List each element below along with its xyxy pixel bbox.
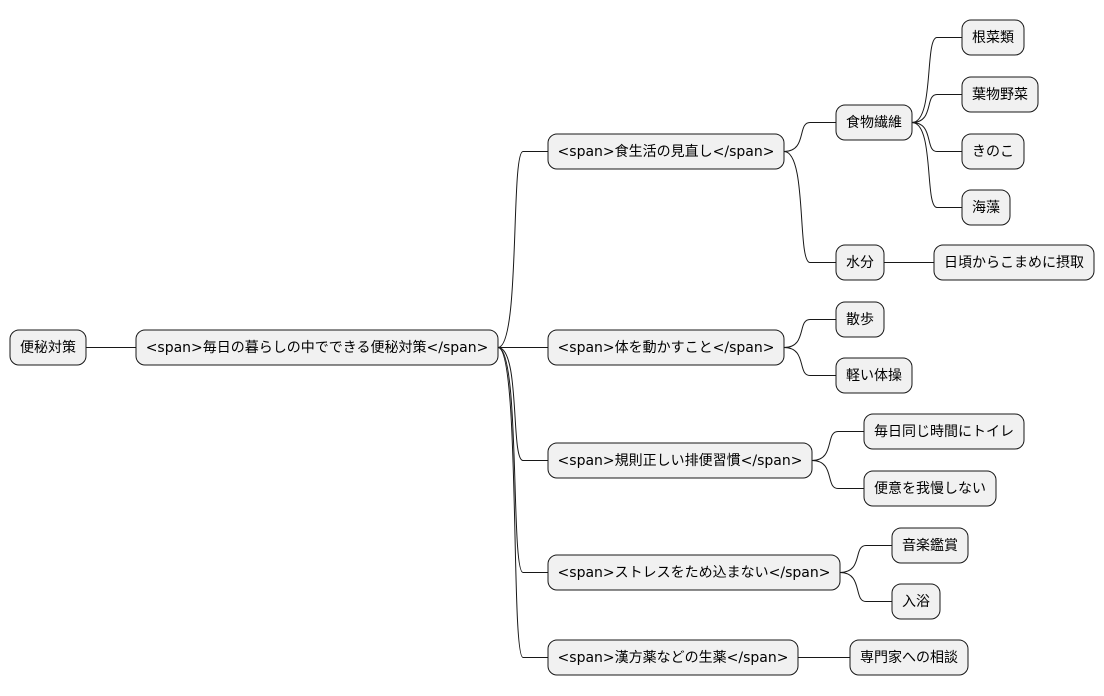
connector-line bbox=[911, 37, 962, 123]
connector-line bbox=[783, 151, 836, 263]
connector-line bbox=[911, 94, 962, 123]
mindmap-nodes: 便秘対策 <span>毎日の暮らしの中でできる便秘対策</span> <span… bbox=[9, 19, 1095, 676]
node-music: 音楽鑑賞 bbox=[891, 527, 969, 564]
node-center: <span>毎日の暮らしの中でできる便秘対策</span> bbox=[135, 329, 499, 366]
svg-text:<span>漢方薬などの生薬</span>: <span>漢方薬などの生薬</span> bbox=[558, 650, 789, 666]
connector-line bbox=[497, 347, 548, 573]
svg-text:入浴: 入浴 bbox=[902, 594, 930, 610]
svg-text:<span>規則正しい排便習慣</span>: <span>規則正しい排便習慣</span> bbox=[558, 452, 803, 469]
node-light-exercise: 軽い体操 bbox=[835, 357, 913, 394]
connector-line bbox=[783, 347, 836, 376]
connector-line bbox=[783, 319, 836, 348]
svg-text:専門家への相談: 専門家への相談 bbox=[860, 649, 958, 666]
connector-line bbox=[911, 122, 962, 208]
node-fiber: 食物繊維 bbox=[835, 104, 913, 141]
mindmap-edges bbox=[86, 37, 962, 658]
svg-text:軽い体操: 軽い体操 bbox=[846, 368, 902, 384]
node-consult-expert: 専門家への相談 bbox=[849, 639, 969, 676]
svg-text:便意を我慢しない: 便意を我慢しない bbox=[874, 480, 986, 497]
svg-text:<span>食生活の見直し</span>: <span>食生活の見直し</span> bbox=[558, 143, 775, 160]
connector-line bbox=[783, 122, 836, 152]
svg-text:根菜類: 根菜類 bbox=[972, 30, 1014, 46]
node-branch-exercise: <span>体を動かすこと</span> bbox=[547, 329, 785, 366]
connector-line bbox=[839, 572, 892, 602]
connector-line bbox=[811, 431, 864, 461]
node-root: 便秘対策 bbox=[9, 329, 87, 366]
node-branch-diet: <span>食生活の見直し</span> bbox=[547, 133, 785, 170]
node-leafy-vegetables: 葉物野菜 bbox=[961, 76, 1039, 113]
svg-text:毎日同じ時間にトイレ: 毎日同じ時間にトイレ bbox=[874, 424, 1014, 440]
node-branch-stress: <span>ストレスをため込まない</span> bbox=[547, 554, 841, 591]
node-branch-herbal: <span>漢方薬などの生薬</span> bbox=[547, 639, 799, 676]
svg-text:<span>ストレスをため込まない</span>: <span>ストレスをため込まない</span> bbox=[558, 565, 831, 581]
connector-line bbox=[497, 151, 548, 348]
svg-text:音楽鑑賞: 音楽鑑賞 bbox=[902, 537, 958, 554]
svg-text:散歩: 散歩 bbox=[846, 312, 874, 328]
connector-line bbox=[497, 347, 548, 461]
node-root-vegetables: 根菜類 bbox=[961, 19, 1025, 56]
connector-line bbox=[497, 347, 548, 658]
connector-line bbox=[811, 460, 864, 489]
svg-text:日頃からこまめに摂取: 日頃からこまめに摂取 bbox=[944, 255, 1084, 271]
node-water: 水分 bbox=[835, 244, 885, 281]
svg-text:水分: 水分 bbox=[846, 255, 874, 271]
svg-text:便秘対策: 便秘対策 bbox=[20, 339, 76, 356]
node-bath: 入浴 bbox=[891, 583, 941, 620]
svg-text:<span>体を動かすこと</span>: <span>体を動かすこと</span> bbox=[558, 340, 775, 356]
node-branch-habit: <span>規則正しい排便習慣</span> bbox=[547, 442, 813, 479]
connector-line bbox=[911, 122, 962, 152]
node-seaweed: 海藻 bbox=[961, 189, 1011, 226]
node-same-time-toilet: 毎日同じ時間にトイレ bbox=[863, 413, 1025, 450]
connector-line bbox=[839, 545, 892, 573]
svg-text:葉物野菜: 葉物野菜 bbox=[972, 87, 1028, 103]
svg-text:<span>毎日の暮らしの中でできる便秘対策</span>: <span>毎日の暮らしの中でできる便秘対策</span> bbox=[146, 339, 489, 356]
svg-text:きのこ: きのこ bbox=[972, 144, 1014, 160]
svg-text:海藻: 海藻 bbox=[972, 200, 1000, 216]
node-walk: 散歩 bbox=[835, 301, 885, 338]
svg-text:食物繊維: 食物繊維 bbox=[846, 114, 902, 131]
node-mushrooms: きのこ bbox=[961, 133, 1025, 170]
node-dont-hold-urge: 便意を我慢しない bbox=[863, 470, 997, 507]
node-frequent-intake: 日頃からこまめに摂取 bbox=[933, 244, 1095, 281]
